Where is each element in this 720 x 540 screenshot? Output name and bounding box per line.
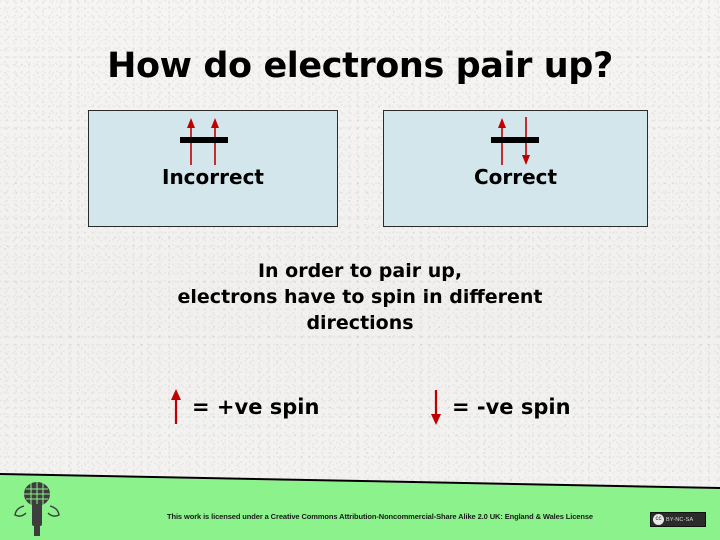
- comparison-box-label-correct: Correct: [473, 165, 558, 189]
- spin-up-arrow-icon: [171, 389, 181, 424]
- comparison-box-label-incorrect: Incorrect: [162, 165, 264, 189]
- key-positive-spin: = +ve spin: [168, 388, 319, 426]
- key-negative-spin: = -ve spin: [428, 388, 571, 426]
- key-negative-spin-label: = -ve spin: [452, 395, 571, 419]
- explanation-line-2: electrons have to spin in different: [177, 286, 543, 308]
- orbital-bar: [490, 137, 539, 143]
- cc-terms-label: BY-NC-SA: [666, 516, 694, 523]
- electron-arrowhead-down-right: [521, 155, 530, 165]
- orbital-diagram-incorrect: [180, 118, 228, 165]
- electron-arrowhead-up-right: [211, 118, 219, 128]
- creative-commons-badge[interactable]: cc BY-NC-SA: [650, 512, 706, 527]
- page-title: How do electrons pair up?: [107, 46, 613, 86]
- license-text: This work is licensed under a Creative C…: [166, 512, 593, 521]
- spin-down-arrow-icon: [431, 390, 441, 425]
- explanation-line-1: In order to pair up,: [257, 260, 463, 282]
- explanation-text: In order to pair up, electrons have to s…: [0, 258, 720, 336]
- comparison-box-correct: Correct: [383, 110, 648, 227]
- footer-band: [0, 466, 720, 540]
- electron-arrowhead-up-left: [497, 118, 506, 128]
- orbital-diagram-correct: [490, 117, 539, 165]
- comparison-box-incorrect: Incorrect: [88, 110, 338, 227]
- orbital-bar: [180, 137, 228, 143]
- microphone-logo-icon: [14, 482, 60, 536]
- cc-mark-icon: cc: [653, 514, 664, 525]
- explanation-line-3: directions: [306, 312, 414, 334]
- footer-green-fill: [0, 475, 720, 540]
- key-positive-spin-label: = +ve spin: [192, 395, 320, 419]
- electron-arrowhead-up-left: [187, 118, 195, 128]
